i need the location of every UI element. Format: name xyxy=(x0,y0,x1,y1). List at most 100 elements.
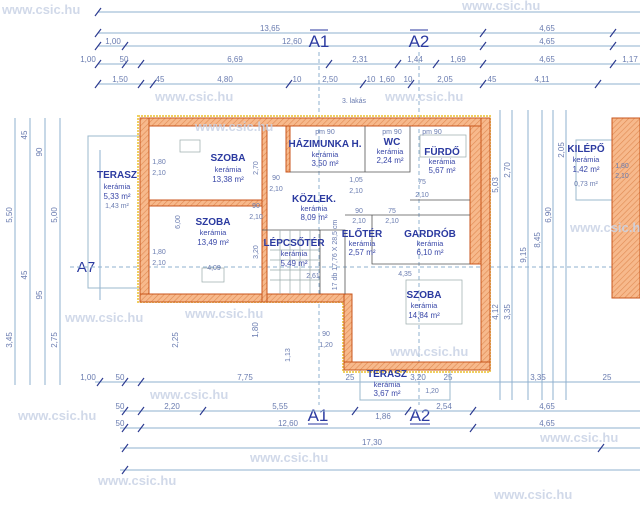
room-material: kerámia xyxy=(429,157,457,166)
room-area: 5,49 m² xyxy=(280,259,307,268)
opening-label: 2,10 xyxy=(152,170,166,177)
interior-partitions xyxy=(179,126,470,325)
dim-label: 12,60 xyxy=(282,37,303,46)
watermark: www.csic.hu xyxy=(97,473,176,488)
opening-label: 2,10 xyxy=(385,218,399,225)
room-area: 2,57 m² xyxy=(348,248,375,257)
dim-label: 90 xyxy=(35,147,44,156)
opening-label: 4,09 xyxy=(207,265,221,272)
section-a1-top: A1 xyxy=(309,32,330,51)
dim-label: 1,00 xyxy=(80,55,96,64)
opening-label: 1,13 xyxy=(285,348,292,362)
opening-label: 2,10 xyxy=(615,173,629,180)
dim-label: 1,00 xyxy=(80,373,96,382)
section-a1-bottom: A1 xyxy=(308,406,329,425)
dim-label: 3,45 xyxy=(5,332,14,348)
room-szoba-1: SZOBA kerámia 13,38 m² xyxy=(211,153,246,184)
dim-label: 5,03 xyxy=(491,177,500,193)
room-material: kerámia xyxy=(374,380,402,389)
dim-label: 10 xyxy=(367,75,376,84)
room-material: kerámia xyxy=(417,239,445,248)
dim-label: 95 xyxy=(35,290,44,299)
dim-label: 13,65 xyxy=(260,24,281,33)
room-area: 2,24 m² xyxy=(376,156,403,165)
dim-label: 4,12 xyxy=(491,304,500,320)
watermark: www.csic.hu xyxy=(384,89,463,104)
dim-label: 2,05 xyxy=(557,142,566,158)
opening-label: pm 90 xyxy=(422,129,442,136)
room-szoba-3: SZOBA kerámia 14,84 m² xyxy=(407,290,442,320)
opening-label: 2,10 xyxy=(152,260,166,267)
dim-label: 8,45 xyxy=(533,232,542,248)
dim-label: 17,30 xyxy=(362,438,383,447)
opening-label: 1,80 xyxy=(615,163,629,170)
stair-note: 17 db 17,76 X 28,5 cm xyxy=(332,220,339,291)
dim-label: 50 xyxy=(116,402,125,411)
room-area-extra: 0,73 m² xyxy=(574,181,598,188)
dim-label: 45 xyxy=(156,75,165,84)
room-area-extra: 1,43 m² xyxy=(105,203,129,210)
room-material: kerámia xyxy=(301,204,329,213)
dimension-labels-top: 13,65 4,65 1,00 12,60 4,65 1,00 50 6,69 … xyxy=(80,24,638,84)
dim-label: 2,25 xyxy=(171,332,180,348)
dim-label: 7,75 xyxy=(237,373,253,382)
opening-label: 90 xyxy=(272,175,280,182)
watermark: www.csic.hu xyxy=(154,89,233,104)
dimension-lines-right: 5,03 2,70 2,05 6,90 8,45 9,15 4,12 3,35 xyxy=(491,110,567,400)
dim-label: 3,35 xyxy=(503,304,512,320)
dim-label: 50 xyxy=(120,55,129,64)
opening-label: 90 xyxy=(322,331,330,338)
room-hazimunka: HÁZIMUNKA H. kerámia 3,50 m² xyxy=(289,137,362,168)
room-name: GARDRÓB xyxy=(404,227,456,240)
opening-label: 75 xyxy=(388,208,396,215)
room-material: kerámia xyxy=(104,182,132,191)
watermark: www.csic.hu xyxy=(194,119,273,134)
room-material: kerámia xyxy=(349,239,377,248)
watermark: www.csic.hu xyxy=(389,344,468,359)
watermark: www.csic.hu xyxy=(249,450,328,465)
dim-label: 45 xyxy=(488,75,497,84)
dimension-lines-top xyxy=(94,7,640,89)
dim-label: 1,17 xyxy=(622,55,638,64)
room-material: kerámia xyxy=(377,147,405,156)
room-material: kerámia xyxy=(200,228,228,237)
opening-label: 2,10 xyxy=(349,188,363,195)
opening-label: 1,05 xyxy=(349,177,363,184)
room-terasz-south: TERASZ kerámia 3,67 m² xyxy=(367,369,407,398)
room-name: WC xyxy=(384,137,401,148)
room-szoba-2: SZOBA kerámia 13,49 m² xyxy=(196,217,231,247)
opening-label: 3,20 xyxy=(253,245,260,259)
room-area: 5,67 m² xyxy=(428,166,455,175)
room-area: 13,49 m² xyxy=(197,238,229,247)
room-area: 6,10 m² xyxy=(416,248,443,257)
dim-label: 4,65 xyxy=(539,24,555,33)
room-name: HÁZIMUNKA H. xyxy=(289,137,362,150)
dim-label: 3,20 xyxy=(410,373,426,382)
room-area: 14,84 m² xyxy=(408,311,440,320)
opening-label: 75 xyxy=(418,179,426,186)
room-area: 13,38 m² xyxy=(212,175,244,184)
room-name: SZOBA xyxy=(211,153,246,164)
opening-label: 2,61 xyxy=(306,273,320,280)
apartment-label: 3. lakás xyxy=(342,98,367,105)
dim-label: 4,80 xyxy=(217,75,233,84)
opening-label: 90 xyxy=(252,203,260,210)
dim-label: 1,86 xyxy=(375,412,391,421)
opening-label: 2,10 xyxy=(249,214,263,221)
opening-label: 4,35 xyxy=(398,271,412,278)
opening-label: 2,70 xyxy=(253,161,260,175)
room-name: KÖZLEK. xyxy=(292,192,336,205)
watermark: www.csic.hu xyxy=(1,2,80,17)
room-material: kerámia xyxy=(573,155,601,164)
section-a2-bottom: A2 xyxy=(410,406,431,425)
room-name: SZOBA xyxy=(407,290,442,301)
room-eloter: ELŐTÉR kerámia 2,57 m² xyxy=(342,227,383,257)
dim-label: 6,69 xyxy=(227,55,243,64)
opening-label: 1,20 xyxy=(319,342,333,349)
dim-label: 5,50 xyxy=(5,207,14,223)
room-name: SZOBA xyxy=(196,217,231,228)
dim-label: 4,65 xyxy=(539,55,555,64)
dim-label: 50 xyxy=(116,373,125,382)
room-area: 3,50 m² xyxy=(311,159,338,168)
